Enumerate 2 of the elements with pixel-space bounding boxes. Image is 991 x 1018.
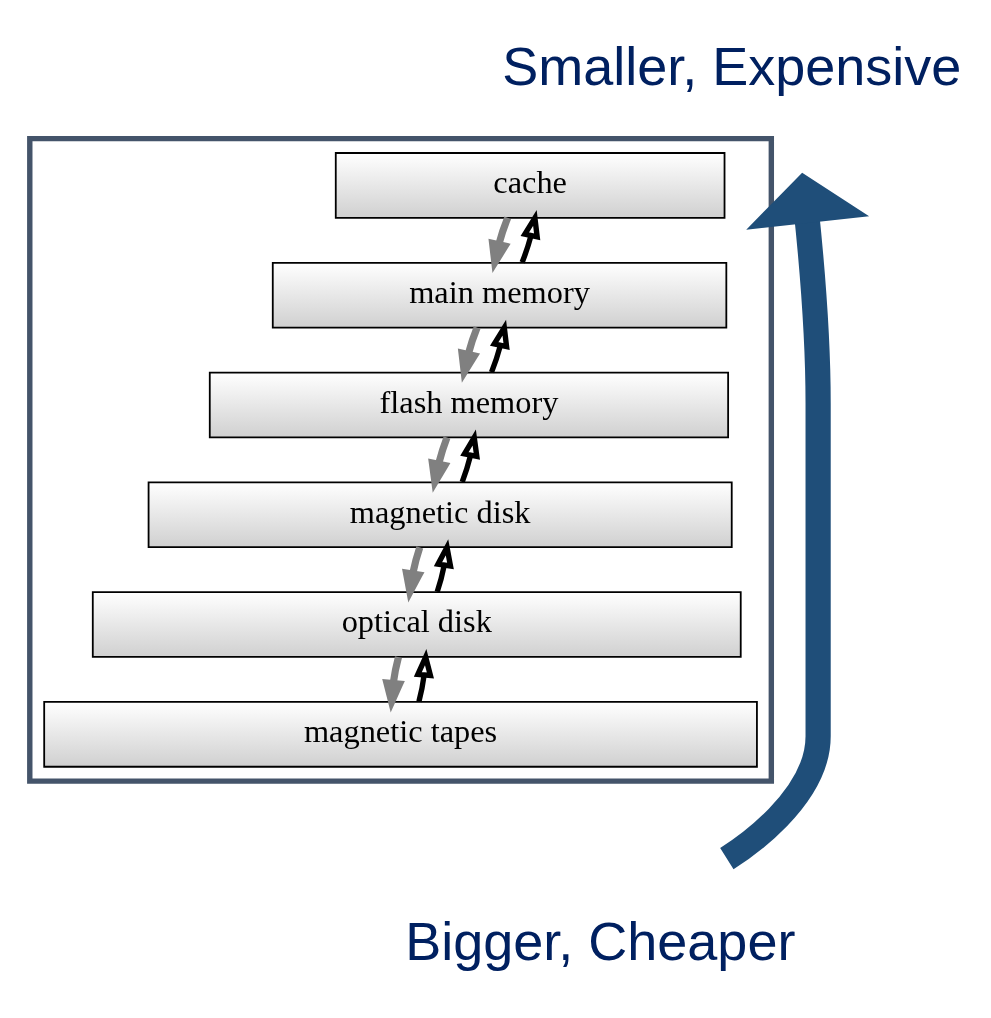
label: Bigger, Cheaper bbox=[405, 911, 796, 972]
label: Smaller, Expensive bbox=[502, 35, 962, 96]
